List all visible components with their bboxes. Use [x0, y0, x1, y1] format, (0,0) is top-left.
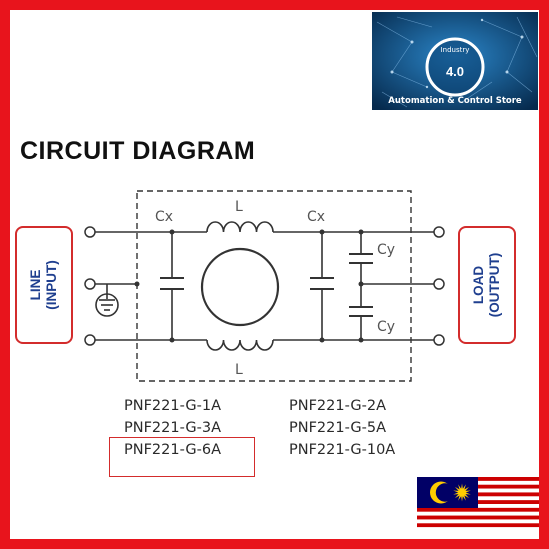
line-label: LINE: [28, 269, 43, 301]
cy-bottom-label: Cy: [377, 319, 395, 335]
inductor-bottom-label: L: [235, 362, 243, 378]
model-number: PNF221-G-10A: [289, 442, 396, 458]
circuit-diagram: Cx L Cx Cy L Cy: [84, 190, 445, 382]
network-graphic: Industry 4.0: [372, 12, 538, 110]
load-output-label-box: LOAD (OUTPUT): [458, 226, 516, 344]
inductor-bottom: [206, 339, 274, 351]
terminal-line-bottom: [84, 334, 96, 346]
logo-circle-text: Industry: [441, 46, 470, 54]
toroid-core: [200, 247, 280, 327]
flag-stripe: [417, 519, 539, 524]
flag-stripe: [417, 507, 539, 512]
logo-version: 4.0: [446, 64, 464, 79]
model-number: PNF221-G-6A: [124, 442, 221, 458]
terminal-load-bottom: [433, 334, 445, 346]
flag-stripe: [417, 515, 539, 520]
cy-top-label: Cy: [377, 242, 395, 258]
line-input-label: LINE (INPUT): [28, 260, 60, 310]
model-number: PNF221-G-5A: [289, 420, 386, 436]
line-input-label-box: LINE (INPUT): [15, 226, 73, 344]
model-number: PNF221-G-2A: [289, 398, 386, 414]
cx-left-label: Cx: [155, 209, 173, 225]
store-name: Automation & Control Store: [388, 96, 522, 106]
page-title: CIRCUIT DIAGRAM: [20, 137, 256, 165]
inductor-top-label: L: [235, 199, 243, 215]
inductor-top: [206, 221, 274, 233]
filter-enclosure: [136, 190, 412, 382]
flag-stripe: [417, 511, 539, 516]
store-logo: Industry 4.0 Automation & Control Store: [372, 12, 538, 110]
terminal-line-ground: [84, 278, 96, 290]
terminal-load-top: [433, 226, 445, 238]
input-label: (INPUT): [44, 260, 59, 310]
flag-stripe: [417, 527, 539, 531]
output-label: (OUTPUT): [487, 252, 502, 318]
malaysia-flag-icon: [417, 477, 539, 531]
terminal-load-ground: [433, 278, 445, 290]
load-output-label: LOAD (OUTPUT): [471, 253, 503, 318]
load-label: LOAD: [471, 265, 486, 305]
flag-stripe: [417, 523, 539, 528]
selected-model-highlight: [109, 437, 255, 477]
model-number: PNF221-G-3A: [124, 420, 221, 436]
model-number: PNF221-G-1A: [124, 398, 221, 414]
cx-right-label: Cx: [307, 209, 325, 225]
terminal-line-top: [84, 226, 96, 238]
